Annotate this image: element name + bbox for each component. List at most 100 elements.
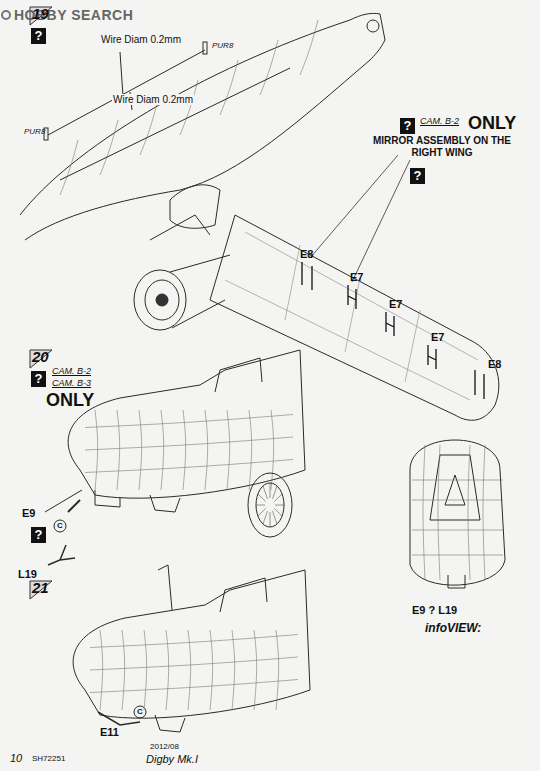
frame-line bbox=[412, 530, 503, 531]
print-date: 2012/08 bbox=[150, 743, 179, 752]
wheel-spoke bbox=[258, 494, 266, 502]
nose-window bbox=[215, 358, 262, 392]
only-note: ONLY bbox=[46, 391, 94, 411]
frame-line bbox=[188, 630, 191, 710]
step-flag bbox=[30, 350, 52, 368]
wheel-spoke bbox=[274, 494, 282, 502]
frame-line bbox=[232, 630, 235, 710]
front-panel bbox=[430, 455, 480, 520]
wheel-spoke bbox=[256, 505, 265, 506]
part-l19 bbox=[48, 545, 75, 565]
logo-icon bbox=[2, 11, 10, 19]
mirror-struts bbox=[302, 262, 484, 399]
frame-line bbox=[412, 480, 503, 481]
nose-chin bbox=[150, 495, 180, 512]
strut-e7 bbox=[428, 345, 436, 369]
fuselage-side bbox=[25, 60, 370, 240]
wing-outline bbox=[210, 215, 499, 420]
antenna-wire bbox=[44, 42, 290, 180]
part-number: E7 bbox=[350, 271, 363, 283]
wheel-spoke bbox=[263, 511, 268, 524]
frame-lines bbox=[412, 445, 503, 580]
front-panel bbox=[445, 475, 465, 505]
only-note: ONLY bbox=[468, 114, 516, 134]
wire bbox=[60, 68, 290, 180]
part-e9 bbox=[45, 490, 82, 565]
camouflage-note: CAM. B-3 bbox=[52, 379, 91, 389]
wing-panel-line bbox=[285, 245, 420, 382]
logo-lens bbox=[2, 11, 10, 19]
strut-e8 bbox=[475, 370, 484, 399]
camouflage-note: CAM. B-2 bbox=[52, 367, 91, 377]
nose-front bbox=[410, 440, 505, 585]
frame-line bbox=[210, 630, 213, 710]
nacelle-inner bbox=[145, 280, 179, 320]
frame-lines bbox=[85, 410, 293, 490]
part-code: PUR8 bbox=[212, 42, 233, 51]
wing-panel-line bbox=[245, 232, 478, 360]
frame-line bbox=[117, 410, 120, 490]
view-title: infoVIEW: bbox=[425, 622, 481, 635]
leader-line bbox=[310, 155, 410, 282]
leader-line bbox=[45, 490, 82, 512]
nose-chin bbox=[155, 715, 185, 732]
fuselage-tail bbox=[350, 13, 385, 60]
stringer-line bbox=[85, 460, 293, 473]
frame-line bbox=[183, 410, 186, 490]
step-flag bbox=[30, 581, 52, 599]
stringer-line bbox=[90, 680, 298, 693]
frame-line bbox=[423, 445, 425, 580]
chrome-mark bbox=[54, 520, 66, 532]
part-number: E8 bbox=[488, 358, 501, 370]
illustration bbox=[2, 7, 505, 732]
part-number: E9 bbox=[22, 507, 35, 519]
wheel-spoke bbox=[273, 511, 278, 524]
panel-line bbox=[180, 80, 198, 135]
landing-wheel bbox=[248, 473, 292, 537]
tail-bulge bbox=[367, 20, 379, 32]
fuselage-top bbox=[20, 20, 350, 215]
panel-line bbox=[100, 120, 118, 175]
frame-line bbox=[166, 630, 169, 710]
canopy-frame bbox=[150, 215, 210, 240]
wire-post bbox=[203, 42, 207, 54]
chrome-mark: C bbox=[135, 707, 145, 717]
step-number: 19 bbox=[32, 6, 49, 23]
wheel-spoke bbox=[263, 486, 268, 499]
frame-line bbox=[276, 630, 279, 710]
frame-line bbox=[227, 410, 230, 490]
frame-line bbox=[205, 410, 208, 490]
strut-e7 bbox=[386, 312, 394, 336]
wheel-spokes bbox=[256, 483, 284, 527]
question-icon: ? bbox=[31, 28, 46, 44]
question-icon: ? bbox=[31, 371, 46, 387]
stringer-line bbox=[90, 657, 298, 670]
step-number: 20 bbox=[32, 349, 49, 366]
nose-window bbox=[220, 578, 267, 612]
wheel-spoke bbox=[270, 483, 271, 498]
engine-hub bbox=[156, 294, 168, 306]
step-number: 21 bbox=[32, 580, 49, 597]
page-number: 10 bbox=[10, 752, 22, 764]
wheel-spoke bbox=[273, 486, 278, 499]
wire-note: Wire Diam 0.2mm bbox=[112, 94, 194, 105]
wire bbox=[48, 50, 205, 135]
stringer-line bbox=[90, 635, 298, 648]
leader-line bbox=[120, 52, 123, 96]
part-number: E7 bbox=[389, 298, 402, 310]
frame-line bbox=[483, 445, 485, 580]
question-icon: ? bbox=[31, 527, 46, 543]
part-e9-shape bbox=[68, 500, 80, 512]
wheel-rim bbox=[248, 473, 292, 537]
nose-outline bbox=[68, 350, 305, 498]
question-icon: ? bbox=[410, 168, 425, 184]
antenna-mast bbox=[158, 565, 172, 610]
wheel-spoke bbox=[274, 509, 282, 517]
part-number: E9 ? L19 bbox=[412, 604, 457, 616]
wheel-spoke bbox=[270, 512, 271, 527]
part-e11 bbox=[98, 712, 140, 725]
camouflage-note: CAM. B-2 bbox=[420, 117, 459, 127]
wheel-inner bbox=[256, 483, 284, 527]
frame-line bbox=[271, 410, 274, 490]
strut-e7 bbox=[348, 285, 356, 309]
